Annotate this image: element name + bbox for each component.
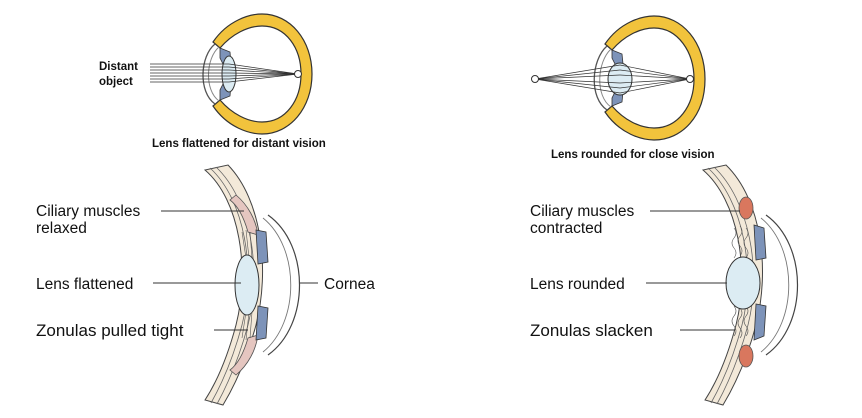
focal-point <box>294 70 302 78</box>
lens-flattened <box>234 254 260 316</box>
label-zonulas-slacken: Zonulas slacken <box>530 321 653 340</box>
detail-contracted: Ciliary muscles contracted Lens rounded … <box>530 164 799 406</box>
iris-bottom <box>753 303 767 341</box>
label-lens-flattened: Lens flattened <box>36 276 133 293</box>
caption-distant-vision: Lens flattened for distant vision <box>152 138 326 150</box>
eye-close-vision: Lens rounded for close vision <box>531 15 715 161</box>
detail-relaxed: Ciliary muscles relaxed Lens flattened C… <box>36 164 375 406</box>
cornea-arc-inner <box>599 48 612 108</box>
light-rays <box>150 63 299 83</box>
ciliary-muscle-top <box>738 196 754 220</box>
zonules-tight <box>241 229 253 341</box>
eye-distant-vision: Distant object Lens flattened for distan… <box>99 13 326 150</box>
near-object-point <box>531 75 539 83</box>
lens-flattened <box>221 55 237 93</box>
cornea-inner <box>760 217 790 353</box>
label-ciliary-contracted-line2: contracted <box>530 220 602 237</box>
ciliary-muscle-bottom <box>738 344 754 368</box>
sclera-ring <box>212 13 313 135</box>
label-ciliary-contracted-line1: Ciliary muscles <box>530 203 634 220</box>
zonules-slack <box>731 225 749 339</box>
wall-line <box>707 167 748 404</box>
wall-line <box>713 166 754 405</box>
cornea-arc <box>593 45 608 111</box>
iris-top <box>753 224 767 261</box>
cornea <box>267 214 301 356</box>
light-rays <box>534 64 691 94</box>
ciliary-muscle-top <box>229 194 259 236</box>
iris-bottom <box>255 305 269 341</box>
cornea <box>765 214 799 356</box>
label-ciliary-relaxed-line2: relaxed <box>36 220 87 237</box>
lens-rounded <box>607 62 633 96</box>
label-zonulas-tight: Zonulas pulled tight <box>36 321 184 340</box>
label-ciliary-relaxed-line1: Ciliary muscles <box>36 203 140 220</box>
caption-close-vision: Lens rounded for close vision <box>551 149 715 161</box>
lens-rounded <box>725 256 761 310</box>
distant-object-label-line2: object <box>99 76 133 88</box>
label-lens-rounded: Lens rounded <box>530 276 625 293</box>
cornea-arc-inner <box>208 46 220 102</box>
sclera-ring <box>604 15 706 141</box>
focal-point <box>686 75 694 83</box>
ciliary-muscle-bottom <box>229 334 259 376</box>
cornea-inner <box>262 217 292 353</box>
cornea-arc <box>202 43 216 105</box>
label-cornea: Cornea <box>324 276 375 293</box>
distant-object-label-line1: Distant <box>99 61 138 73</box>
iris-top <box>255 229 269 265</box>
